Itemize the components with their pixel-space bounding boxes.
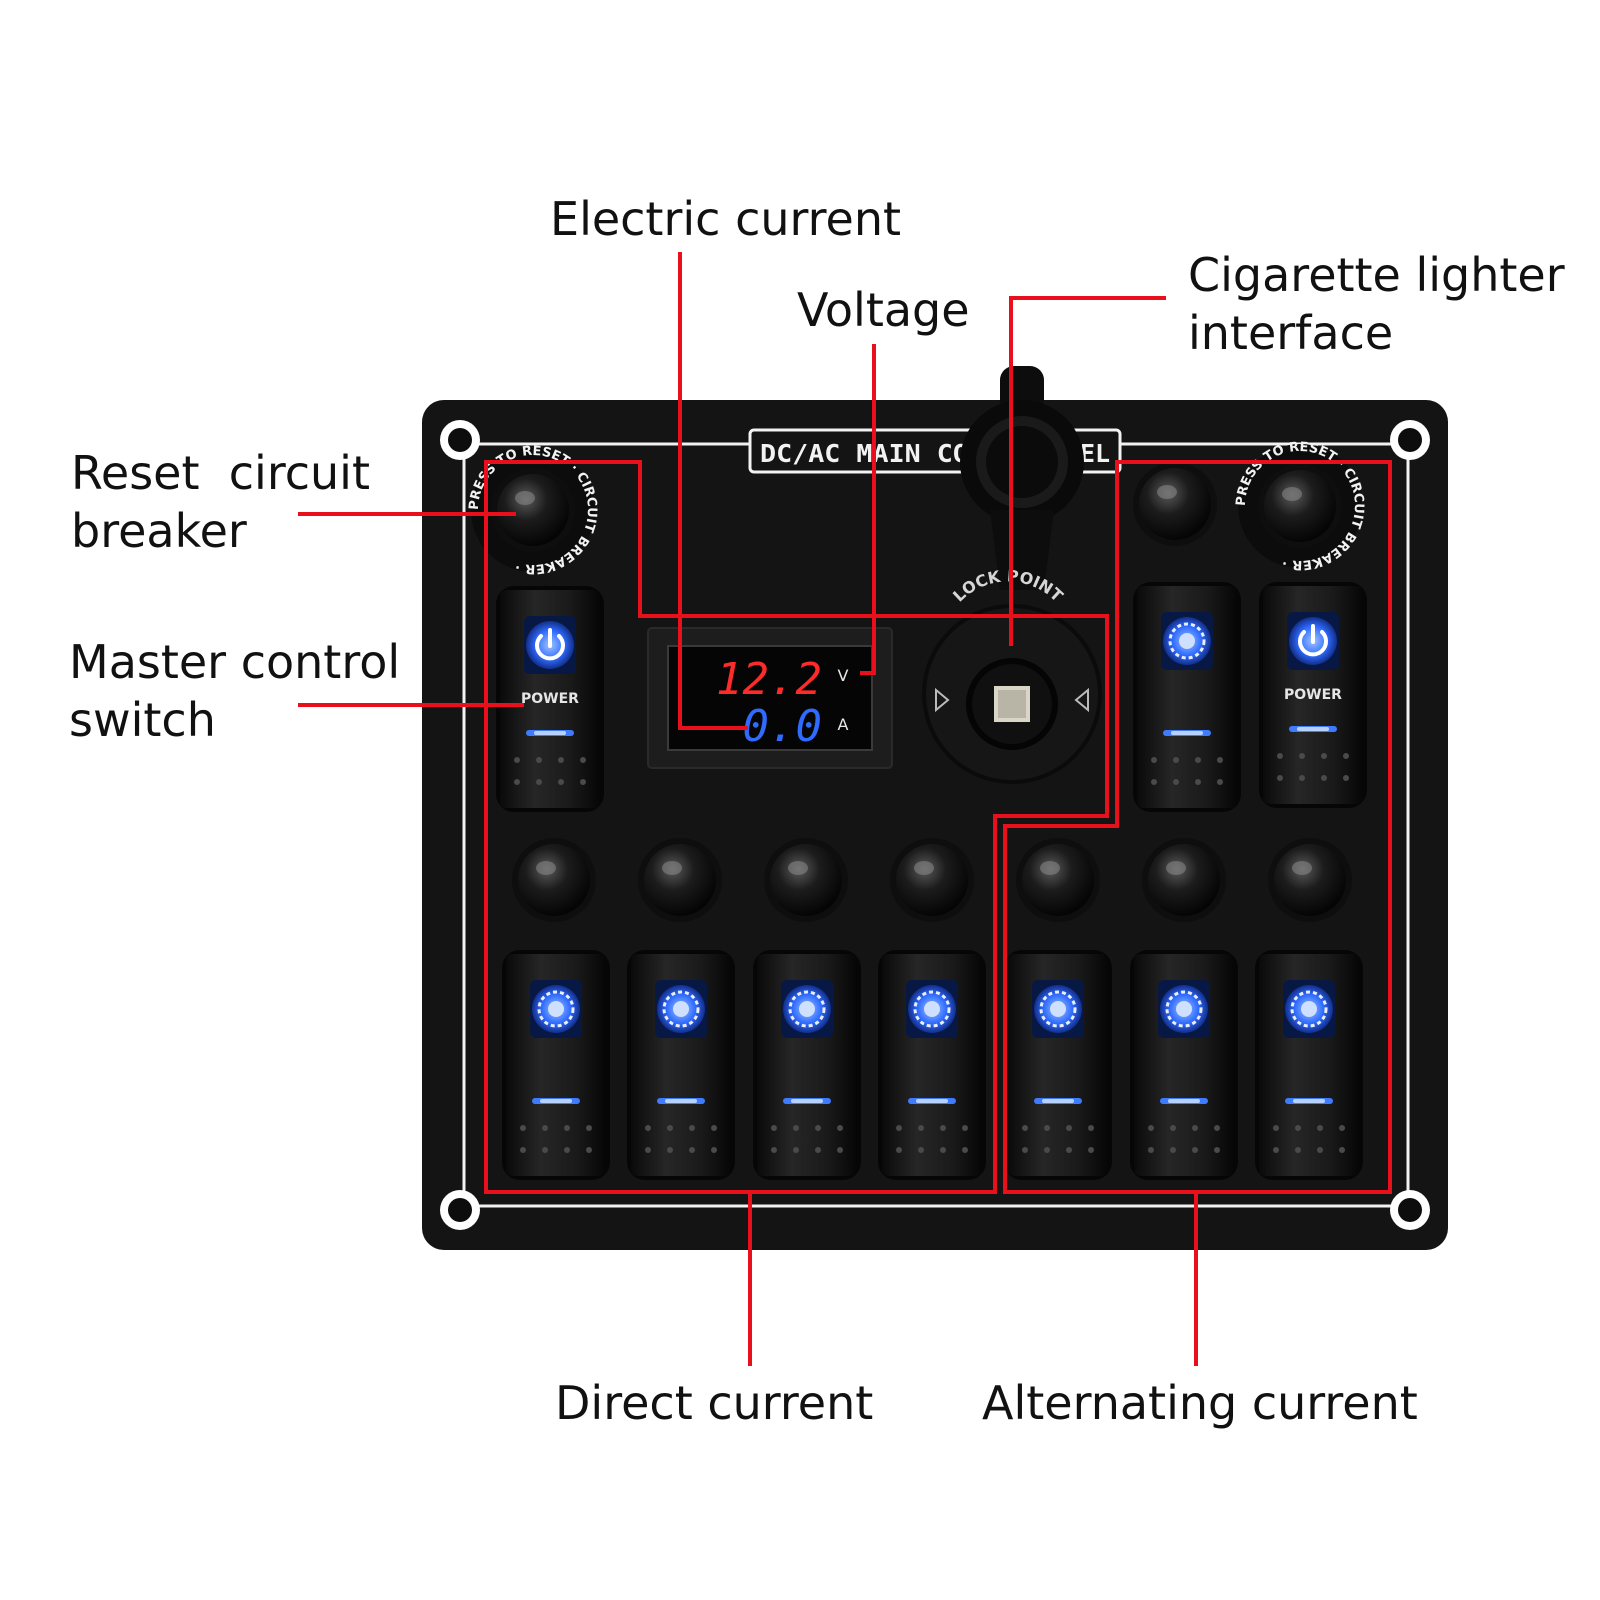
voltage-leader [860,344,876,675]
fuse-knob-top[interactable] [1133,462,1217,546]
bottom-switch-row [500,948,1365,1182]
fuse-knob-7[interactable] [1268,838,1352,922]
mounting-hole-bottom-left [440,1190,480,1230]
fuse-knob-5[interactable] [1016,838,1100,922]
electric-current-leader [678,252,748,730]
lock-arrow-icon-right [1074,687,1089,713]
master-line1-text: Master control [69,635,401,689]
cigarette-leader [1009,296,1166,646]
fuse-knob-2[interactable] [638,838,722,922]
dc-group-outline [484,460,1109,1194]
fuse-knob-4[interactable] [890,838,974,922]
callout-direct-current: Direct current [555,1374,873,1432]
rocker-switch-6[interactable] [1128,948,1240,1182]
rocker-switch-4[interactable] [876,948,988,1182]
alternating-current-text: Alternating current [982,1376,1418,1430]
fuse-knob-3[interactable] [764,838,848,922]
meter-current-readout: 0.0 [743,701,822,752]
volt-amp-meter: 12.2 V 0.0 A [647,627,893,769]
voltage-text: Voltage [797,283,970,337]
mounting-hole-top-right [1390,420,1430,460]
reset-line2-text: breaker [71,504,247,558]
fuse-knob-6[interactable] [1142,838,1226,922]
callout-master-switch: Master control switch [69,633,400,749]
callout-reset-breaker: Reset circuit breaker [71,444,370,560]
fuse-knob-1[interactable] [512,838,596,922]
circuit-breaker-left[interactable]: PRESS TO RESET · CIRCUIT BREAKER · [467,444,599,576]
rocker-switch-3[interactable] [751,948,863,1182]
rocker-switch-7[interactable] [1253,948,1365,1182]
ac-group-outline [1003,460,1392,1194]
top-right-switch-1[interactable] [1131,580,1243,814]
callout-cigarette-lighter: Cigarette lighter interface [1188,246,1565,362]
mounting-hole-top-left [440,420,480,460]
mounting-hole-bottom-right [1390,1190,1430,1230]
lock-arrow-icon [935,687,950,713]
power-label-right: POWER [1284,687,1342,703]
title-plate-text-right: EL [1080,439,1110,468]
annotation-lines [298,252,1392,1366]
rocker-switch-5[interactable] [1002,948,1114,1182]
rocker-switch-2[interactable] [625,948,737,1182]
meter-voltage-unit: V [838,666,849,685]
callout-voltage: Voltage [797,281,970,339]
direct-current-text: Direct current [555,1376,874,1430]
electric-current-text: Electric current [550,192,902,246]
callout-electric-current: Electric current [550,190,901,248]
reset-line1-text: Reset circuit [71,446,370,500]
cigarette-line2-text: interface [1188,306,1394,360]
master-line2-text: switch [69,693,216,747]
meter-voltage-readout: 12.2 [716,654,822,705]
power-label-left: POWER [521,691,579,707]
callout-alternating-current: Alternating current [982,1374,1418,1432]
cigarette-line1-text: Cigarette lighter [1188,248,1565,302]
meter-current-unit: A [838,715,849,734]
rocker-switch-1[interactable] [500,948,612,1182]
control-panel: DC/AC MAIN CON EL PRESS TO RESET · CIRCU… [422,366,1448,1250]
